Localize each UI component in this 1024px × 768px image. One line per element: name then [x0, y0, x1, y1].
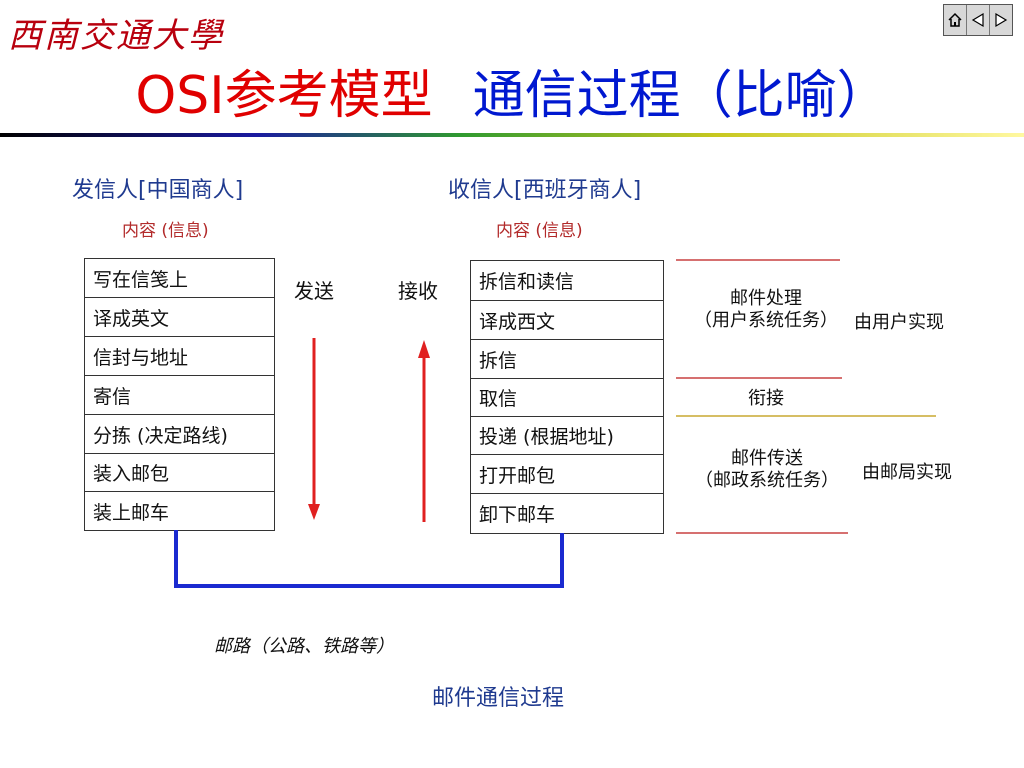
mail-route-line — [174, 530, 564, 588]
slide-nav — [943, 4, 1013, 36]
mail-transport-note: 邮件传送 （邮政系统任务） — [678, 448, 856, 492]
receiver-step: 投递 (根据地址) — [471, 417, 663, 455]
receiver-step: 卸下邮车 — [479, 504, 556, 526]
prev-arrow-icon[interactable] — [967, 5, 990, 35]
receiver-step: 取信 — [471, 379, 663, 417]
home-icon[interactable] — [944, 5, 967, 35]
sender-step: 寄信 — [85, 376, 274, 415]
receive-up-arrow — [418, 340, 430, 522]
sender-step: 译成英文 — [85, 298, 274, 337]
footer-caption: 邮件通信过程 — [432, 686, 565, 711]
mail-processing-title: 邮件处理 — [730, 288, 802, 309]
next-arrow-icon[interactable] — [990, 5, 1012, 35]
receiver-step: 拆信和读信 — [471, 261, 663, 301]
page-title: OSI参考模型通信过程（比喻） — [0, 64, 1024, 128]
mail-transport-task: （邮政系统任务） — [695, 470, 839, 491]
send-down-arrow — [308, 338, 320, 520]
receiver-step: 译成西文 — [471, 301, 663, 340]
by-user-label: 由用户实现 — [854, 312, 944, 333]
title-osi: OSI参考模型 — [135, 66, 433, 126]
sender-step: 写在信笺上 — [85, 259, 274, 298]
sender-title: 发信人[中国商人] — [72, 178, 244, 203]
receiver-step: 打开邮包 — [471, 455, 663, 494]
title-divider — [0, 133, 1024, 137]
title-process: 通信过程（比喻） — [472, 66, 889, 126]
sender-step: 装上邮车 — [93, 501, 170, 524]
sender-step: 分拣 (决定路线) — [85, 415, 274, 454]
receiver-content: 内容 (信息) — [496, 221, 583, 241]
sender-step: 信封与地址 — [85, 337, 274, 376]
receiver-stack: 拆信和读信 译成西文 拆信 取信 投递 (根据地址) 打开邮包 卸下邮车 — [470, 260, 664, 534]
mail-processing-task: （用户系统任务） — [694, 310, 838, 331]
sender-content: 内容 (信息) — [122, 221, 209, 241]
send-label: 发送 — [294, 279, 334, 303]
mail-processing-note: 邮件处理 （用户系统任务） — [678, 288, 854, 332]
connect-label: 衔接 — [748, 388, 784, 409]
road-label: 邮路（公路、铁路等） — [214, 636, 394, 657]
sender-stack: 写在信笺上 译成英文 信封与地址 寄信 分拣 (决定路线) 装入邮包 装上邮车 — [84, 258, 275, 531]
receive-label: 接收 — [398, 279, 438, 303]
mail-transport-title: 邮件传送 — [731, 448, 803, 469]
sender-step: 装入邮包 — [85, 454, 274, 492]
university-logo: 西南交通大學 — [8, 16, 224, 56]
receiver-title: 收信人[西班牙商人] — [448, 178, 642, 203]
by-post-label: 由邮局实现 — [862, 462, 952, 483]
receiver-step: 拆信 — [471, 340, 663, 379]
